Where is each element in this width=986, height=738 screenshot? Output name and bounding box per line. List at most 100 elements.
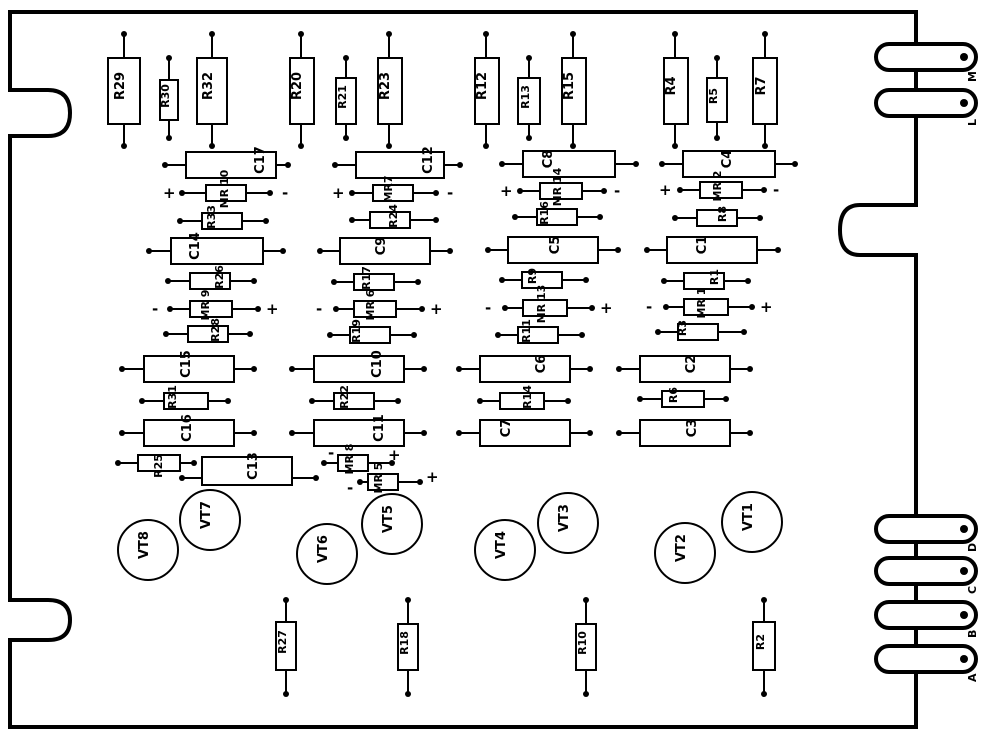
capacitor-c6-label: C6	[534, 355, 549, 374]
transistor-vt5-label: VT5	[381, 505, 396, 533]
capacitor-c15-label: C15	[179, 350, 194, 378]
resistor-r6: R6	[637, 387, 729, 408]
diode-mr8-plus: +	[388, 446, 401, 464]
resistor-r23-label: R23	[378, 72, 393, 100]
resistor-r13: R13	[517, 55, 541, 141]
resistor-r21-label: R21	[336, 85, 349, 109]
resistor-r4: R4	[663, 31, 689, 149]
resistor-r22-label: R22	[338, 385, 351, 409]
connector-l-label: L	[966, 119, 979, 126]
resistor-r16: R16	[512, 201, 603, 226]
capacitor-c10-label: C10	[370, 350, 385, 378]
capacitor-c3: C3	[616, 419, 753, 447]
connector-l: L	[874, 88, 979, 126]
resistor-r17-label: R17	[360, 266, 373, 290]
connector-b: B	[874, 600, 979, 638]
connector-a: A	[874, 644, 979, 682]
resistor-r10: R10	[575, 597, 597, 697]
transistor-vt6-label: VT6	[316, 535, 331, 563]
capacitor-c12-label: C12	[421, 146, 436, 174]
transistor-vt3: VT3	[537, 492, 599, 554]
diode-mr1-label: MR 1	[695, 288, 708, 319]
capacitor-c5: C5	[485, 236, 621, 264]
resistor-r4-label: R4	[664, 76, 679, 95]
resistor-r13-label: R13	[519, 85, 532, 109]
capacitor-c5-label: C5	[548, 236, 563, 255]
diode-mr6-label: MR 6	[364, 289, 377, 320]
capacitor-c15: C15	[119, 350, 257, 383]
capacitor-c13-label: C13	[246, 452, 261, 480]
diode-mr10-label: MR 10	[218, 169, 231, 208]
transistor-vt2: VT2	[654, 522, 716, 584]
capacitor-c14: C14	[146, 232, 286, 265]
capacitor-c7: C7	[456, 419, 593, 447]
transistor-vt4-label: VT4	[494, 531, 509, 559]
connector-c-label: C	[966, 586, 979, 594]
resistor-r26: R26	[165, 265, 257, 290]
resistor-r15: R15	[561, 31, 587, 149]
diode-mr7: + - MR7	[332, 175, 453, 202]
diode-mr7-plus: +	[332, 184, 345, 202]
transistor-vt8: VT8	[117, 519, 179, 581]
capacitor-c2-label: C2	[684, 355, 699, 374]
capacitor-c13: C13	[179, 452, 319, 486]
capacitor-c3-label: C3	[685, 419, 700, 438]
transistor-vt7: VT7	[179, 489, 241, 551]
resistor-r8: R8	[672, 206, 763, 227]
resistor-r19: R19	[327, 319, 417, 344]
connector-b-label: B	[966, 630, 979, 638]
diode-mr1-minus: -	[646, 298, 652, 316]
connector-d-label: D	[966, 543, 979, 552]
diode-mr6-plus: +	[430, 300, 443, 318]
capacitor-c12: C12	[332, 146, 463, 179]
resistor-r27-label: R27	[276, 630, 289, 654]
transistor-vt5: VT5	[361, 493, 423, 555]
transistor-vt3-label: VT3	[557, 504, 572, 532]
capacitor-c16: C16	[119, 414, 257, 447]
transistor-vt2-label: VT2	[674, 534, 689, 562]
resistor-r7: R7	[752, 31, 778, 149]
board-outline	[8, 10, 918, 729]
resistor-r10-label: R10	[576, 631, 589, 655]
transistor-vt6: VT6	[296, 523, 358, 585]
capacitor-c8-label: C8	[541, 150, 556, 169]
resistor-r29: R29	[107, 31, 141, 149]
capacitor-c7-label: C7	[499, 419, 514, 438]
transistor-vt7-label: VT7	[199, 501, 214, 529]
diode-mr10-plus: +	[163, 184, 176, 202]
diode-mr2-label: MR 2	[711, 171, 724, 202]
resistor-r12: R12	[474, 31, 500, 149]
resistor-r14-label: R14	[521, 385, 534, 409]
resistor-r22: R22	[309, 385, 401, 410]
capacitor-c16-label: C16	[180, 414, 195, 442]
resistor-r7-label: R7	[754, 76, 769, 95]
capacitor-c9: C9	[317, 237, 453, 265]
diode-mr7-label: MR7	[382, 175, 395, 202]
diode-mr8-label: MR 8	[343, 444, 356, 475]
diode-mr5-minus: -	[347, 479, 353, 497]
resistor-r24: R24	[349, 204, 439, 229]
resistor-r31-label: R31	[166, 385, 179, 409]
diode-mr8-minus: -	[328, 444, 334, 462]
resistor-r20: R20	[289, 31, 315, 149]
connector-m: M	[874, 42, 979, 82]
capacitor-c17: C17	[162, 146, 291, 179]
resistor-r32-label: R32	[201, 72, 216, 100]
diode-mr6: - + MR 6	[316, 289, 443, 320]
capacitor-c1: C1	[644, 236, 781, 264]
diode-mr2-plus: +	[659, 181, 672, 199]
diode-mr1-plus: +	[760, 298, 773, 316]
resistor-r33-label: R33	[205, 205, 218, 229]
resistor-r9: R9	[499, 268, 589, 289]
resistor-r2: R2	[752, 597, 776, 697]
diode-mr2-minus: -	[773, 181, 779, 199]
capacitor-c11: C11	[289, 414, 427, 447]
resistor-r24-label: R24	[387, 204, 400, 228]
resistor-r21: R21	[335, 55, 357, 141]
resistor-r6-label: R6	[667, 387, 680, 403]
resistor-r3-label: R3	[676, 320, 689, 336]
diode-mr9-minus: -	[152, 300, 158, 318]
capacitor-c4-label: C4	[720, 150, 735, 169]
transistor-vt8-label: VT8	[137, 531, 152, 559]
